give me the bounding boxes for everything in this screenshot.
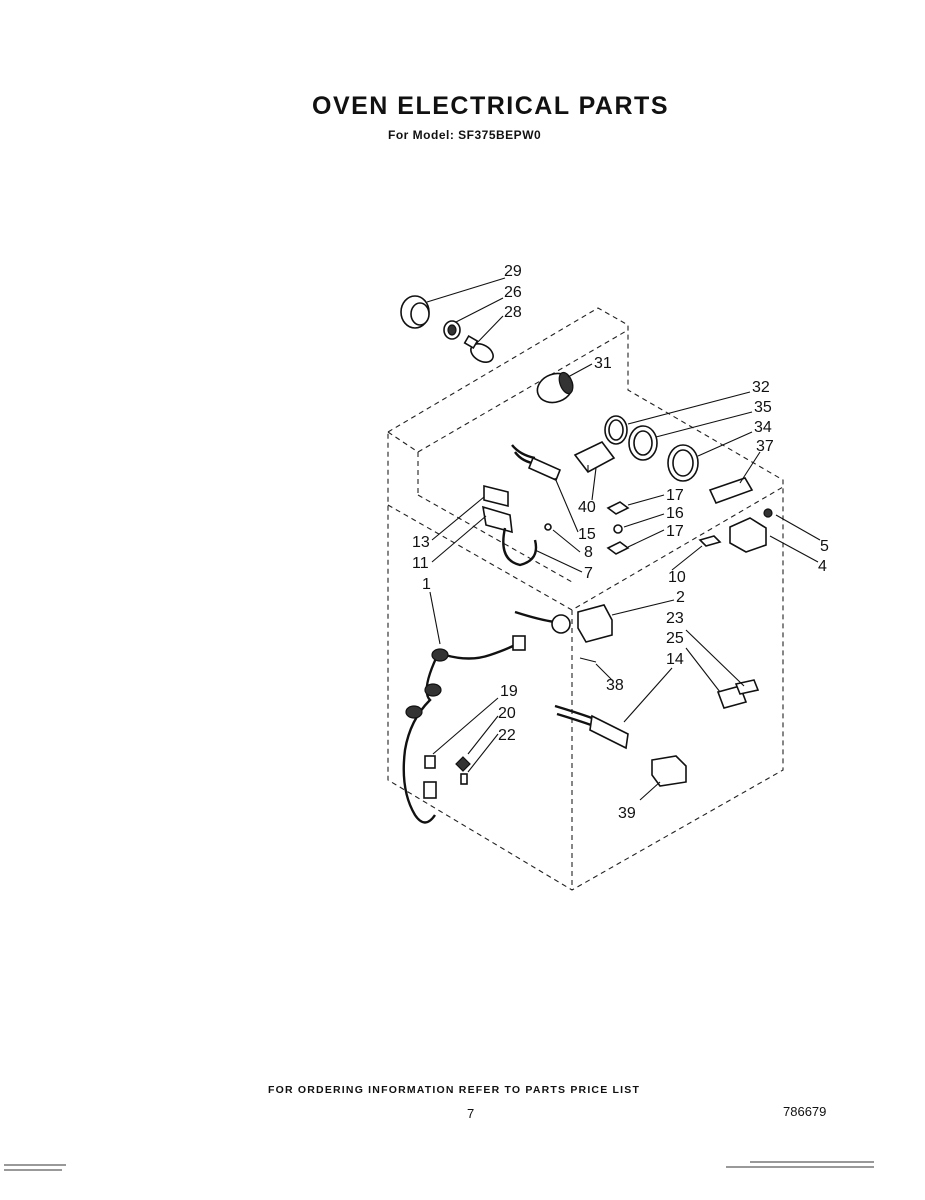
callout-5: 5 xyxy=(820,538,829,555)
callout-17-lower: 17 xyxy=(666,523,684,540)
callout-14: 14 xyxy=(666,651,684,668)
sensor-probe-upper xyxy=(511,444,562,482)
leader-lines xyxy=(426,277,821,801)
oven-light-lens xyxy=(536,371,574,404)
power-cord xyxy=(402,635,526,824)
callout-23: 23 xyxy=(666,610,684,627)
page-title: OVEN ELECTRICAL PARTS xyxy=(312,92,669,120)
rocker-switch xyxy=(729,508,773,553)
callout-16: 16 xyxy=(666,505,684,522)
callout-22: 22 xyxy=(498,727,516,744)
terminal-block xyxy=(573,440,616,474)
fine-print-left xyxy=(4,1164,66,1171)
callout-10: 10 xyxy=(668,569,686,586)
callout-31: 31 xyxy=(594,355,612,372)
callout-17-upper: 17 xyxy=(666,487,684,504)
callout-4: 4 xyxy=(818,558,827,575)
relay-and-coil xyxy=(514,535,722,643)
callout-39: 39 xyxy=(618,805,636,822)
bracket-37 xyxy=(708,477,754,505)
callout-35: 35 xyxy=(754,399,772,416)
small-clips xyxy=(544,501,630,555)
callout-8: 8 xyxy=(584,544,593,561)
callout-11: 11 xyxy=(412,555,429,572)
callout-29: 29 xyxy=(504,263,522,280)
sensor-probe-lower xyxy=(554,704,629,750)
callout-38: 38 xyxy=(606,677,624,694)
callout-28: 28 xyxy=(504,304,522,321)
callout-32: 32 xyxy=(752,379,770,396)
callout-20: 20 xyxy=(498,705,516,722)
callout-19: 19 xyxy=(500,683,518,700)
callout-15: 15 xyxy=(578,526,596,543)
switch-bracket xyxy=(482,484,538,567)
callout-labels: 29 26 28 31 32 35 34 37 40 17 16 17 15 1… xyxy=(412,263,829,822)
fine-print-right xyxy=(726,1161,874,1168)
callout-2: 2 xyxy=(676,589,685,606)
callout-7: 7 xyxy=(584,565,593,582)
cabinet-outline xyxy=(387,307,784,891)
lower-small-parts xyxy=(424,657,760,785)
callout-26: 26 xyxy=(504,284,522,301)
oven-light-assembly xyxy=(400,295,494,363)
receptacle-39 xyxy=(651,755,687,787)
callout-34: 34 xyxy=(754,419,772,436)
page-number: 7 xyxy=(467,1106,475,1121)
ordering-note: FOR ORDERING INFORMATION REFER TO PARTS … xyxy=(268,1084,641,1096)
callout-13: 13 xyxy=(412,534,430,551)
knob-rings xyxy=(604,415,699,482)
callout-1: 1 xyxy=(422,576,431,593)
document-number: 786679 xyxy=(783,1104,827,1119)
callout-37: 37 xyxy=(756,438,774,455)
model-subtitle: For Model: SF375BEPW0 xyxy=(388,128,542,142)
callout-40: 40 xyxy=(578,499,596,516)
callout-25: 25 xyxy=(666,630,684,647)
